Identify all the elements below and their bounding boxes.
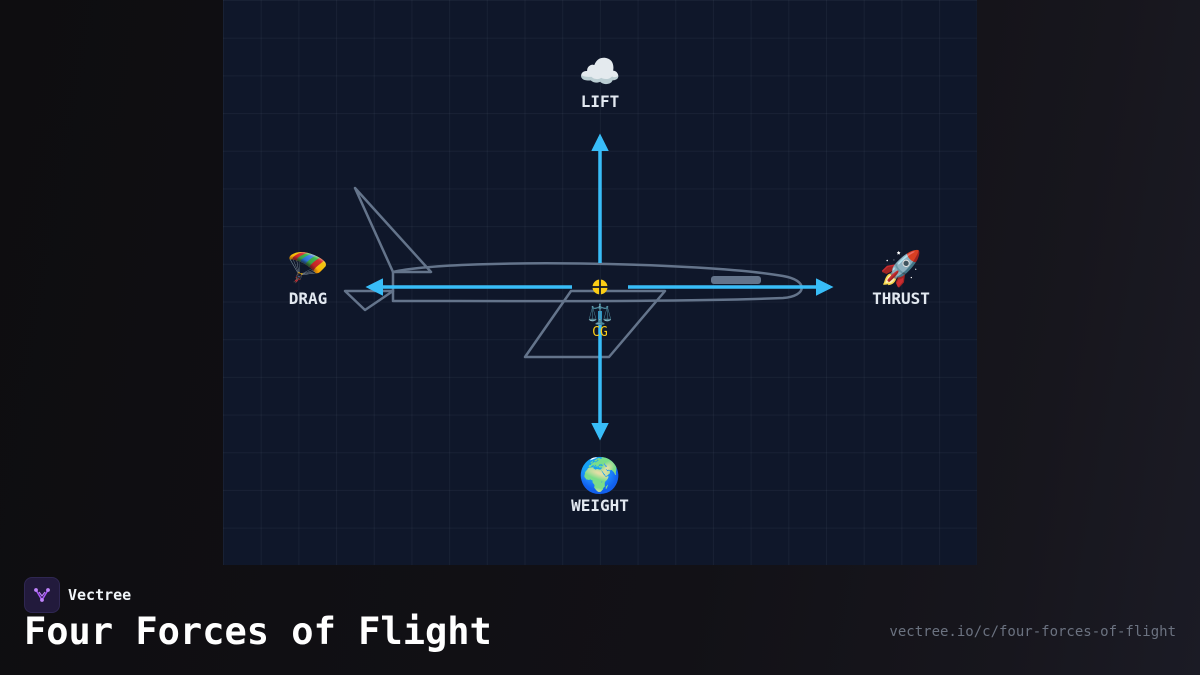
vectree-logo-icon xyxy=(24,577,60,613)
source-url: vectree.io/c/four-forces-of-flight xyxy=(889,624,1176,640)
airplane-outline xyxy=(343,186,803,359)
drag-force: 🪂 DRAG xyxy=(248,249,368,308)
airplane-wing xyxy=(523,289,667,359)
balance-scale-icon: ⚖️ xyxy=(587,302,613,326)
thrust-force: 🚀 THRUST xyxy=(841,249,961,308)
airplane-fuselage xyxy=(391,262,803,303)
airplane-tail-fin xyxy=(353,186,433,274)
lift-label: LIFT xyxy=(580,92,620,111)
lift-force: ☁️ LIFT xyxy=(540,52,660,111)
center-of-gravity: ⚖️ CG xyxy=(580,302,620,340)
cg-label: CG xyxy=(592,325,608,340)
weight-label: WEIGHT xyxy=(571,496,629,515)
earth-globe-icon: 🌍 xyxy=(578,456,622,496)
drag-label: DRAG xyxy=(288,289,328,308)
brand: Vectree xyxy=(24,577,131,613)
thrust-label: THRUST xyxy=(872,289,930,308)
parachute-icon: 🪂 xyxy=(286,249,330,289)
weight-force: 🌍 WEIGHT xyxy=(540,456,660,515)
airplane-cockpit xyxy=(711,276,761,284)
brand-name: Vectree xyxy=(68,586,132,604)
diagram-canvas: ☁️ LIFT 🚀 THRUST 🪂 DRAG 🌍 WEIGHT ⚖️ CG xyxy=(223,0,977,565)
cg-marker xyxy=(592,279,608,295)
cloud-icon: ☁️ xyxy=(578,52,622,92)
forces-diagram xyxy=(343,133,834,441)
page-title: Four Forces of Flight xyxy=(24,610,492,653)
rocket-icon: 🚀 xyxy=(879,249,923,289)
